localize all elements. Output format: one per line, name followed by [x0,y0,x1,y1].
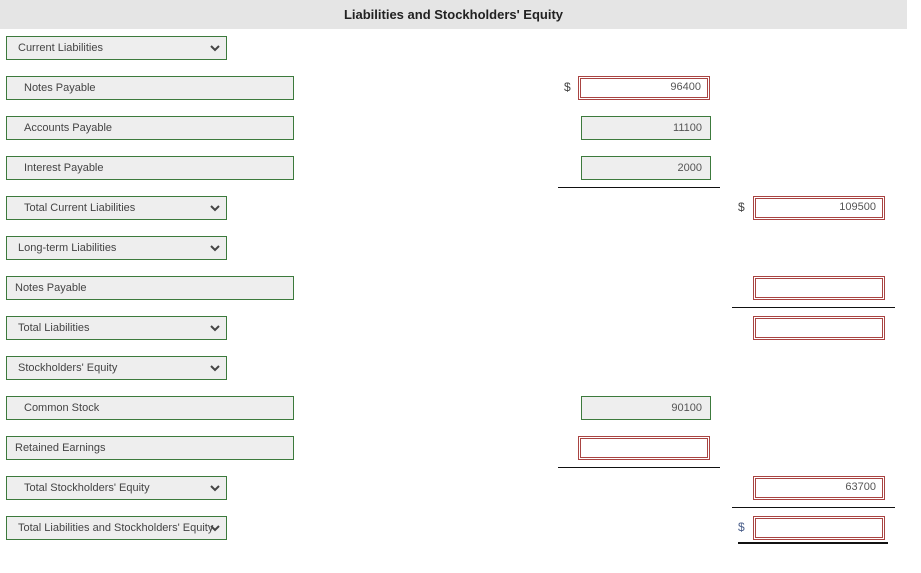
label-text: Notes Payable [24,82,96,94]
amount-input-accounts-payable[interactable]: 11100 [581,116,711,140]
subtotal-rule [732,507,895,508]
subtotal-rule [558,467,720,468]
row-total-current-liabilities: Total Current Liabilities $ 109500 [0,196,921,222]
dropdown-label: Total Current Liabilities [24,202,136,214]
currency-symbol: $ [564,80,571,94]
label-text: Retained Earnings [15,442,106,454]
account-dropdown-current-liabilities[interactable]: Current Liabilities [6,36,227,60]
row-common-stock: Common Stock 90100 [0,396,921,422]
amount-input-total-stockholders-equity[interactable]: 63700 [753,476,885,500]
account-dropdown-total-liabilities-and-equity[interactable]: Total Liabilities and Stockholders' Equi… [6,516,227,540]
dropdown-label: Current Liabilities [18,42,103,54]
chevron-down-icon [210,237,220,252]
amount-input-interest-payable[interactable]: 2000 [581,156,711,180]
amount-input-long-term-notes-payable[interactable] [753,276,885,300]
row-stockholders-equity: Stockholders' Equity [0,356,921,382]
dropdown-label: Long-term Liabilities [18,242,117,254]
dropdown-label: Stockholders' Equity [18,362,118,374]
label-text: Accounts Payable [24,122,113,134]
row-interest-payable: Interest Payable 2000 [0,156,921,182]
amount-input-notes-payable[interactable]: 96400 [578,76,710,100]
row-retained-earnings: Retained Earnings [0,436,921,462]
row-accounts-payable: Accounts Payable 11100 [0,116,921,142]
label-text: Common Stock [24,402,100,414]
account-label-retained-earnings: Retained Earnings [6,436,294,460]
row-current-liabilities: Current Liabilities [0,36,921,62]
chevron-down-icon [210,197,220,212]
row-total-liabilities-and-equity: Total Liabilities and Stockholders' Equi… [0,516,921,542]
account-dropdown-stockholders-equity[interactable]: Stockholders' Equity [6,356,227,380]
account-dropdown-total-current-liabilities[interactable]: Total Current Liabilities [6,196,227,220]
account-label-notes-payable: Notes Payable [6,76,294,100]
amount-input-total-liabilities[interactable] [753,316,885,340]
row-long-term-liabilities: Long-term Liabilities [0,236,921,262]
dropdown-label: Total Liabilities [18,322,90,334]
currency-symbol: $ [738,200,745,214]
chevron-down-icon [210,517,220,532]
row-notes-payable: Notes Payable $ 96400 [0,76,921,102]
account-dropdown-total-stockholders-equity[interactable]: Total Stockholders' Equity [6,476,227,500]
amount-input-total-current-liabilities[interactable]: 109500 [753,196,885,220]
account-label-accounts-payable: Accounts Payable [6,116,294,140]
label-text: Interest Payable [24,162,104,174]
subtotal-rule [732,307,895,308]
double-underline-rule [738,542,888,544]
row-total-liabilities: Total Liabilities [0,316,921,342]
amount-input-common-stock[interactable]: 90100 [581,396,711,420]
amount-input-retained-earnings[interactable] [578,436,710,460]
account-label-long-term-notes-payable: Notes Payable [6,276,294,300]
section-title: Liabilities and Stockholders' Equity [0,0,907,29]
account-dropdown-long-term-liabilities[interactable]: Long-term Liabilities [6,236,227,260]
account-label-common-stock: Common Stock [6,396,294,420]
label-text: Notes Payable [15,282,87,294]
row-long-term-notes-payable: Notes Payable [0,276,921,302]
chevron-down-icon [210,317,220,332]
dropdown-label: Total Stockholders' Equity [24,482,150,494]
account-label-interest-payable: Interest Payable [6,156,294,180]
amount-input-total-liabilities-and-equity[interactable] [753,516,885,540]
currency-symbol: $ [738,520,745,534]
chevron-down-icon [210,477,220,492]
chevron-down-icon [210,37,220,52]
subtotal-rule [558,187,720,188]
row-total-stockholders-equity: Total Stockholders' Equity 63700 [0,476,921,502]
chevron-down-icon [210,357,220,372]
dropdown-label: Total Liabilities and Stockholders' Equi… [18,522,214,534]
account-dropdown-total-liabilities[interactable]: Total Liabilities [6,316,227,340]
